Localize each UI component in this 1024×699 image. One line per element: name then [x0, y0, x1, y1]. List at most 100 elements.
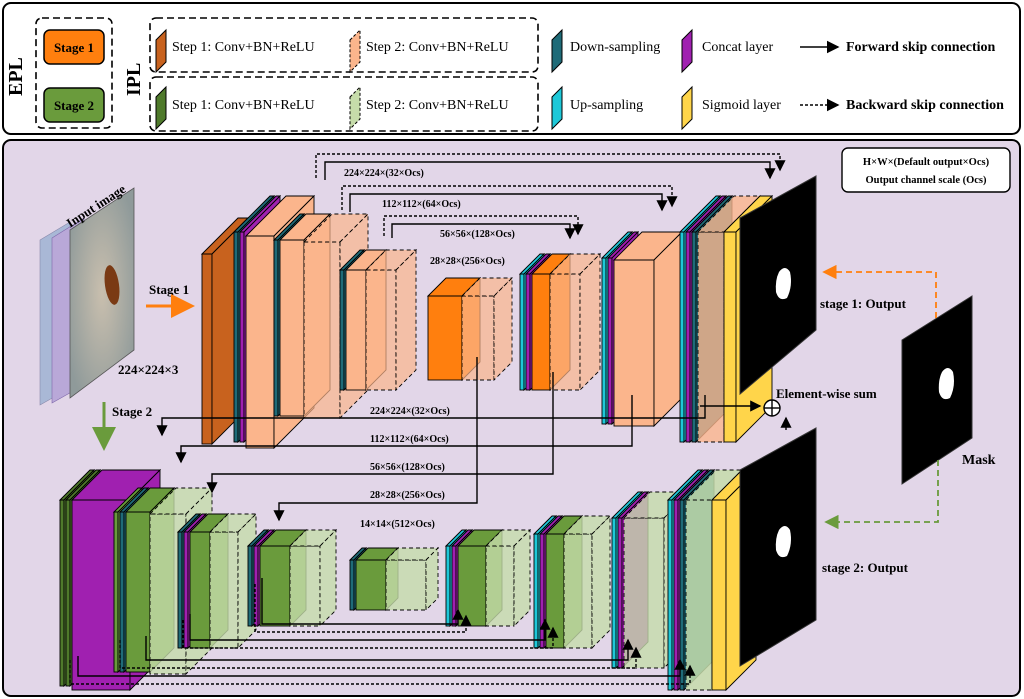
s2-up1-step2-side: [513, 528, 531, 628]
s1-down2: [273, 239, 279, 417]
ipl-label: IPL: [123, 63, 145, 96]
s2-step2-2-top: [208, 513, 258, 533]
s1-bottleneck-2-side: [493, 276, 513, 382]
up-sampling-label: Up-sampling: [570, 98, 643, 113]
stage2-chip-label: Stage 2: [54, 98, 94, 113]
s1-conv1: [201, 253, 213, 445]
mask-to-stage2-arrow: [824, 460, 939, 530]
s1-step2-3: [365, 269, 397, 391]
stage2-output-label: stage 2: Output: [822, 560, 909, 575]
info-box: H×W×(Default output×Ocs) Output channel …: [841, 147, 1011, 193]
concat-label: Concat layer: [702, 40, 773, 55]
info-line-2: Output channel scale (Ocs): [865, 175, 987, 186]
s1-up2: [601, 257, 607, 425]
element-wise-sum-label: Element-wise sum: [776, 386, 877, 401]
s2-step1-2: [189, 531, 211, 649]
size-14: 14×14×(512×Ocs): [360, 519, 435, 530]
stage2-chip: [43, 87, 105, 123]
mask-label: Mask: [962, 453, 996, 468]
s2-up1: [445, 545, 451, 627]
s1-up3-step: [697, 231, 725, 443]
cross-stage-connections: [156, 357, 762, 522]
s2-concat-up1: [451, 545, 457, 627]
s2-bottleneck: [355, 559, 387, 611]
s2-down2: [177, 531, 183, 649]
sigmoid-label: Sigmoid layer: [702, 98, 781, 113]
s2-up2-step2-side: [591, 514, 611, 650]
concat-icon: [681, 28, 693, 74]
mask-to-stage1-arrow: [822, 264, 937, 318]
s2-concat-up3: [617, 517, 623, 669]
mask-image: [901, 295, 973, 485]
s2-down4: [349, 559, 355, 611]
s2-step2-3: [289, 545, 321, 627]
size-112-top: 112×112×(64×Ocs): [382, 199, 461, 210]
up-sampling-icon: [551, 85, 563, 131]
stage1-arrow-label: Stage 1: [149, 282, 189, 297]
s2-bottleneck-2: [385, 559, 427, 611]
s2-concat2: [183, 531, 189, 649]
size-224-mid: 224×224×(32×Ocs): [370, 406, 450, 417]
s2-step2-3-side: [319, 528, 337, 628]
s2-up2-step2: [563, 533, 593, 649]
input-size-label: 224×224×3: [118, 362, 179, 377]
step2-stage1-label: Step 2: Conv+BN+ReLU: [366, 40, 509, 55]
s2-bottleneck-2-side: [425, 546, 439, 612]
epl-box: [35, 17, 113, 129]
s1-down1: [233, 231, 239, 443]
s2-up4-step-top: [684, 469, 744, 501]
down-sampling-label: Down-sampling: [570, 40, 660, 55]
s1-up1: [519, 273, 525, 391]
s1-up-step2-side: [579, 252, 601, 392]
stage1-network: [200, 194, 774, 450]
s2-up3-step: [623, 517, 665, 669]
sigmoid-icon: [681, 85, 693, 131]
stage1-chip: [43, 29, 105, 65]
size-28-mid: 28×28×(256×Ocs): [370, 490, 445, 501]
s2-up1-step1: [457, 545, 487, 627]
s1-up-step2: [549, 273, 581, 391]
s2-up1-step2: [485, 545, 515, 627]
stage2-output-image: [739, 427, 817, 667]
stage1-output-label: stage 1: Output: [820, 296, 907, 311]
s1-sigmoid: [723, 231, 737, 443]
s2-conv-b: [65, 499, 71, 687]
size-28-top: 28×28×(256×Ocs): [430, 256, 505, 267]
step1-stage1-label: Step 1: Conv+BN+ReLU: [172, 40, 315, 55]
s2-up2-step1: [545, 533, 565, 649]
step1-stage2-icon: [155, 85, 167, 131]
s2-concat-up2: [539, 533, 545, 649]
lesion: [104, 265, 120, 305]
s1-up3: [679, 231, 685, 443]
s1-step2-2: [303, 241, 341, 419]
s1-step2-3-side: [395, 248, 417, 392]
s2-up2: [533, 533, 539, 649]
forward-skip-label: Forward skip connection: [846, 40, 996, 55]
backward-skip-label: Backward skip connection: [846, 98, 1004, 113]
step1-stage2-label: Step 1: Conv+BN+ReLU: [172, 98, 315, 113]
epl-label: EPL: [5, 57, 27, 96]
stage2-arrow-label: Stage 2: [112, 404, 152, 419]
s2-sigmoid: [711, 499, 727, 691]
ipl-stage2-box: [149, 76, 539, 132]
stage2-network: [58, 468, 758, 692]
s2-up3: [611, 517, 617, 669]
s2-conv-a: [59, 499, 65, 687]
stage1-skip-connections: [315, 153, 786, 240]
s2-down1: [113, 511, 119, 673]
step2-stage1-icon: [349, 28, 361, 74]
s1-up-step1: [531, 273, 551, 391]
ipl-stage1-box: [149, 17, 539, 73]
s2-up4: [667, 499, 673, 691]
s1-up2-step-side: [653, 230, 683, 428]
stage2-skip-connections: [69, 416, 792, 685]
s2-concat-up4: [673, 499, 679, 691]
s1-step2-1: [245, 235, 275, 449]
s1-step1-3: [345, 269, 367, 391]
element-wise-sum-icon: [763, 399, 781, 417]
s1-concat1: [239, 231, 245, 443]
legend-panel: EPL Stage 1 Stage 2 IPL Step 1: Conv+BN+…: [2, 2, 1021, 135]
s2-up2-step2-top: [562, 515, 612, 535]
s1-step2-2-top: [302, 213, 370, 243]
